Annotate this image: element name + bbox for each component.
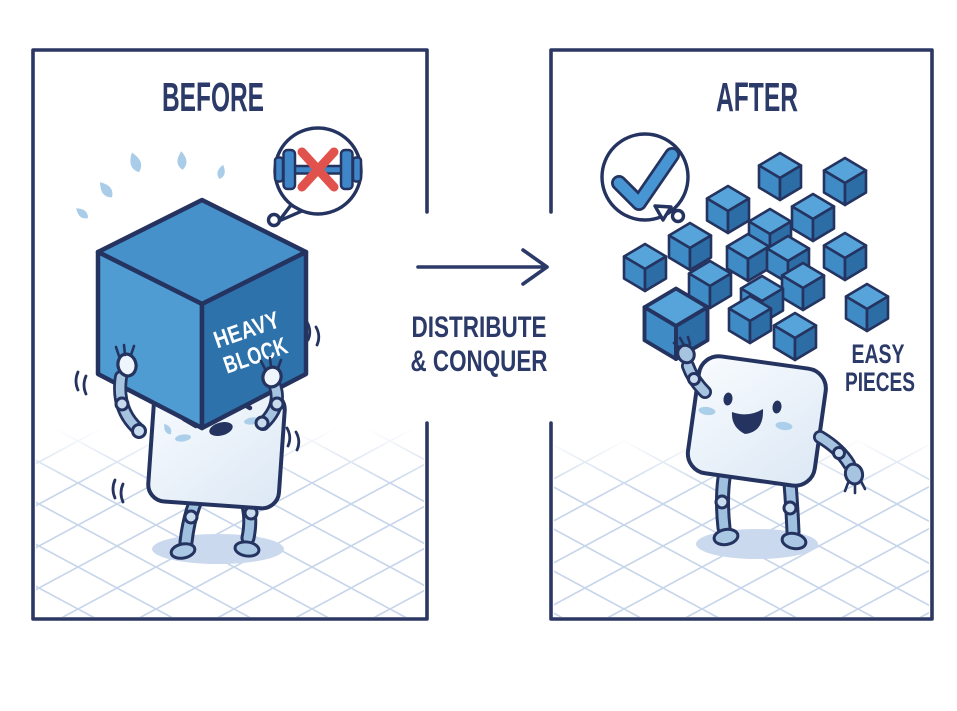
after-robot-right-arm (813, 430, 867, 495)
small-cube (705, 184, 751, 235)
dumbbell-crossed-icon (273, 147, 363, 192)
after-panel-frame (549, 48, 934, 621)
small-cube (757, 151, 803, 202)
before-robot-left-arm (113, 343, 147, 439)
after-title: AFTER (716, 74, 798, 120)
small-cube (844, 282, 890, 333)
center-label-line1: DISTRIBUTE (412, 311, 547, 344)
before-title: BEFORE (162, 74, 264, 120)
after-scene: EASY PIECES (600, 132, 915, 559)
easy-pieces-label-line1: EASY (852, 339, 905, 369)
right-blush (775, 421, 793, 431)
left-blush (698, 406, 716, 416)
arrow-right-icon (416, 248, 549, 286)
right-eye (772, 400, 782, 414)
checkmark-icon (611, 147, 680, 211)
heavy-block-cube: HEAVY BLOCK (95, 197, 309, 431)
small-cube (822, 231, 868, 282)
mouth-smile (731, 409, 764, 434)
before-robot-legs (169, 487, 261, 560)
easy-pieces-label-line2: PIECES (845, 367, 915, 397)
small-cube (790, 192, 836, 243)
small-cube (622, 242, 668, 293)
left-eye (723, 392, 733, 406)
before-scene: HEAVY BLOCK (73, 126, 363, 564)
after-robot-face (698, 392, 793, 434)
mouth-frown (209, 421, 233, 437)
left-blush (175, 434, 191, 442)
before-thought-bubble (266, 126, 363, 228)
motion-marks (74, 320, 321, 504)
before-panel-frame (31, 48, 429, 621)
after-thought-bubble (600, 132, 690, 224)
x-mark-icon (297, 147, 339, 192)
before-robot-right-arm (254, 356, 285, 431)
small-cube (772, 311, 818, 362)
after-robot-left-arm (672, 335, 712, 399)
small-cube (822, 156, 868, 207)
center-label-line2: & CONQUER (411, 345, 548, 378)
